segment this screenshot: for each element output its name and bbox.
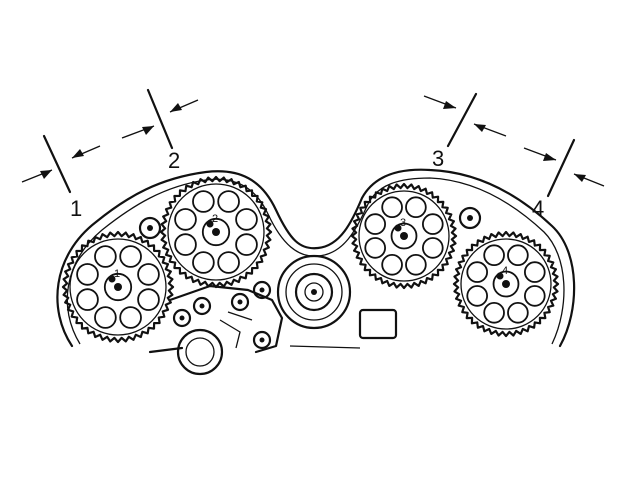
sprocket-hole [507,301,529,324]
callout-1-lines [21,134,101,194]
sprocket-rim [69,238,167,336]
sprocket-3: 3 [350,182,458,290]
callout-label-1: 1 [70,196,82,221]
sprocket-hole [421,213,444,235]
sprocket-hole [192,190,215,213]
sprocket-2: 2 [159,175,273,289]
sprocket-hole [137,288,160,311]
sprocket-hole [466,285,489,307]
sprocket-hole [381,253,403,276]
sprocket-marker-label: 4 [502,265,508,277]
sprocket-mark-dot [108,275,116,283]
sprocket-hole [174,233,197,256]
sprocket-teeth [452,230,560,338]
sprocket-hole [405,253,427,276]
sprocket-teeth [159,175,273,289]
sprocket-hole [235,233,258,256]
sprocket-center [212,228,220,236]
sprocket-marker-label: 1 [114,268,120,280]
sprocket-mark-dot [496,272,504,280]
sprocket-hole [137,263,160,286]
timing-belt-outer [56,168,576,348]
sprocket-hole [483,301,505,324]
sprocket-rim [167,183,265,281]
sprocket-hole [94,306,117,329]
idler-small-right [458,206,482,230]
sprocket-hole [119,306,142,329]
sprocket-hole [421,237,444,259]
sprocket-hole [364,237,387,259]
engine-lower-detail [148,280,398,376]
tensioner-pulley [276,254,352,330]
idler-small-left [138,216,162,240]
sprocket-hole [483,244,505,267]
sprocket-hole [76,288,99,311]
sprocket-mark-dot [206,220,214,228]
sprocket-center [114,283,122,291]
sprocket-center [502,280,510,288]
callout-3-lines [423,92,507,148]
sprocket-hole [507,244,529,267]
sprocket-hole [235,208,258,231]
sprocket-4: 4 [452,230,560,338]
sprocket-hole [217,251,240,274]
sprocket-marker-label: 2 [212,213,218,225]
sprocket-hole [119,245,142,268]
sprocket-hole [174,208,197,231]
sprocket-hole [94,245,117,268]
sprocket-mark-dot [394,224,402,232]
sprocket-hole [217,190,240,213]
callout-4-lines [523,138,605,198]
sprocket-rim [358,190,450,282]
sprocket-hole [364,213,387,235]
callout-label-3: 3 [432,146,444,171]
callout-label-2: 2 [168,148,180,173]
sprocket-marker-label: 3 [400,217,406,229]
callout-label-4: 4 [532,196,544,221]
sprocket-teeth [61,230,175,344]
callout-2-lines [121,88,199,150]
sprocket-hole [523,285,546,307]
sprocket-hole [523,261,546,283]
sprocket-rim [460,238,552,330]
sprocket-teeth [350,182,458,290]
sprocket-hole [466,261,489,283]
sprocket-hole [76,263,99,286]
sprocket-hole [405,196,427,219]
sprocket-hole [381,196,403,219]
sprocket-hole [192,251,215,274]
sprocket-center [400,232,408,240]
sprocket-1: 1 [61,230,175,344]
